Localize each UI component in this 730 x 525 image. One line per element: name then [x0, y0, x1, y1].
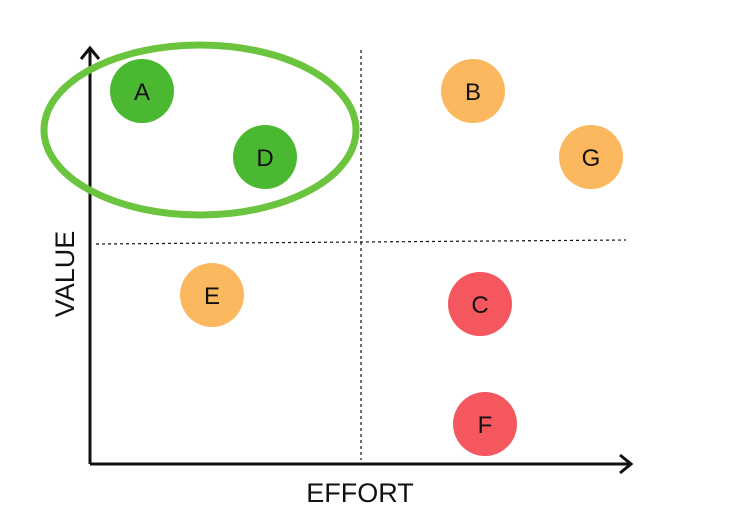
y-axis-label: VALUE [50, 231, 80, 318]
bubble-f: F [453, 392, 517, 456]
bubble-label: C [471, 292, 488, 319]
bubble-circle [180, 263, 244, 327]
bubble-circle [559, 125, 623, 189]
x-axis-arrowhead [619, 453, 634, 475]
horizontal-divider [95, 239, 627, 245]
bubble-circle [453, 392, 517, 456]
y-axis [79, 45, 101, 464]
bubble-g: G [559, 125, 623, 189]
bubble-circle [110, 59, 174, 123]
bubble-circle [441, 59, 505, 123]
bubble-label: D [256, 145, 273, 172]
bubble-label: A [134, 79, 150, 106]
bubble-label: B [465, 79, 481, 106]
x-axis [90, 453, 634, 475]
bubble-label: G [582, 145, 601, 172]
bubble-e: E [180, 263, 244, 327]
x-axis-label: EFFORT [306, 478, 414, 508]
bubble-label: E [204, 283, 220, 310]
bubble-circle [233, 125, 297, 189]
highlight-ellipse [40, 41, 360, 219]
bubble-label: F [478, 412, 493, 439]
bubbles-group: A B C D E F G [110, 59, 623, 456]
bubble-c: C [448, 272, 512, 336]
bubble-a: A [110, 59, 174, 123]
bubble-circle [448, 272, 512, 336]
bubble-b: B [441, 59, 505, 123]
bubble-d: D [233, 125, 297, 189]
y-axis-arrowhead [79, 45, 101, 60]
